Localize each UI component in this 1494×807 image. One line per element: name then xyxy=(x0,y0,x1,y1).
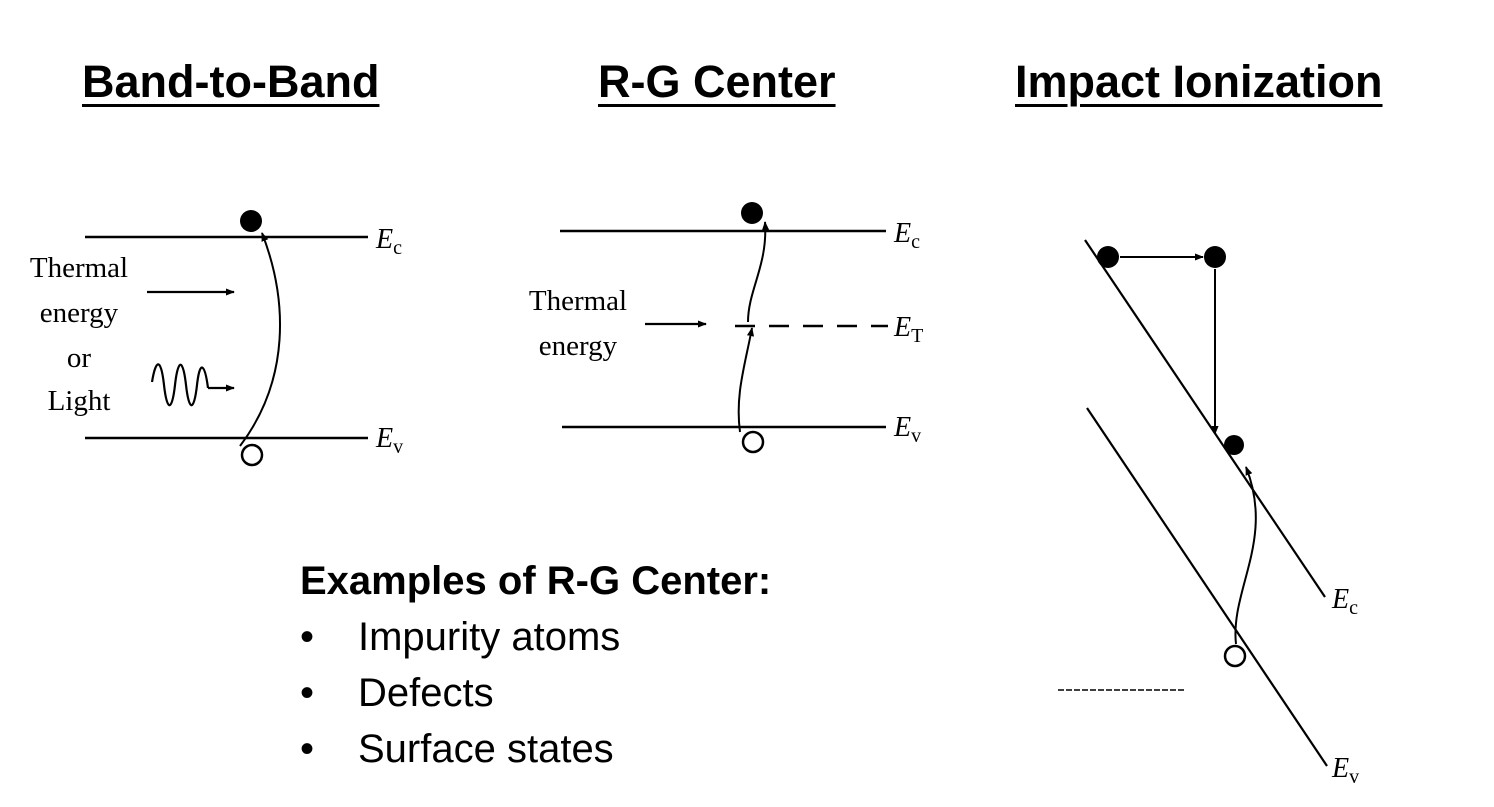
bullet-icon: • xyxy=(300,671,315,715)
light-wave-icon xyxy=(150,363,210,407)
example-text: Defects xyxy=(358,671,494,715)
electron-dot-generated xyxy=(1224,435,1244,455)
ev-label: Ev xyxy=(375,423,403,458)
rg-center-examples: Examples of R-G Center: • Impurity atoms … xyxy=(300,553,771,777)
energy-source-line-4: Light xyxy=(48,385,111,417)
impact-ionization-diagram: Ec Ev xyxy=(1058,239,1359,788)
capture-arrow-lower xyxy=(737,327,755,433)
rg-center-diagram: Thermal energy Ec ET Ev xyxy=(529,202,923,454)
rg-center-title: R-G Center xyxy=(598,56,836,107)
electron-dot-accelerated xyxy=(1204,246,1226,268)
ec-label: Ec xyxy=(375,224,402,259)
electron-dot xyxy=(741,202,763,224)
list-item: • Impurity atoms xyxy=(300,609,771,665)
electron-dot-start xyxy=(1097,246,1119,268)
pair-generation-arrow xyxy=(1234,466,1257,645)
hole-circle xyxy=(741,430,765,454)
bullet-icon: • xyxy=(300,615,315,659)
hole-circle xyxy=(1223,644,1247,668)
ec-label: Ec xyxy=(893,218,920,253)
energy-source-line-2: energy xyxy=(539,330,618,362)
examples-list: • Impurity atoms • Defects • Surface states xyxy=(300,609,771,777)
energy-source-line-2: energy xyxy=(40,297,119,329)
band-to-band-title: Band-to-Band xyxy=(82,56,380,107)
impact-ionization-title: Impact Ionization xyxy=(1015,56,1383,107)
list-item: • Defects xyxy=(300,665,771,721)
hole-circle xyxy=(240,443,264,467)
emission-arrow-upper xyxy=(747,221,770,323)
generation-arrow xyxy=(239,232,281,447)
bullet-icon: • xyxy=(300,727,315,771)
example-text: Surface states xyxy=(358,727,614,771)
ev-label: Ev xyxy=(1331,753,1359,788)
band-to-band-diagram: Thermal energy or Light Ec Ev xyxy=(30,210,403,467)
list-item: • Surface states xyxy=(300,721,771,777)
conduction-band-line xyxy=(1084,239,1326,598)
energy-source-line-1: Thermal xyxy=(529,285,627,317)
ev-label: Ev xyxy=(893,412,921,447)
example-text: Impurity atoms xyxy=(358,615,621,659)
examples-heading: Examples of R-G Center: xyxy=(300,559,772,603)
energy-source-line-1: Thermal xyxy=(30,252,128,284)
ec-label: Ec xyxy=(1331,584,1358,619)
electron-dot xyxy=(240,210,262,232)
energy-source-line-3: or xyxy=(67,342,92,374)
valence-band-line xyxy=(1086,407,1328,767)
et-label: ET xyxy=(893,312,923,347)
